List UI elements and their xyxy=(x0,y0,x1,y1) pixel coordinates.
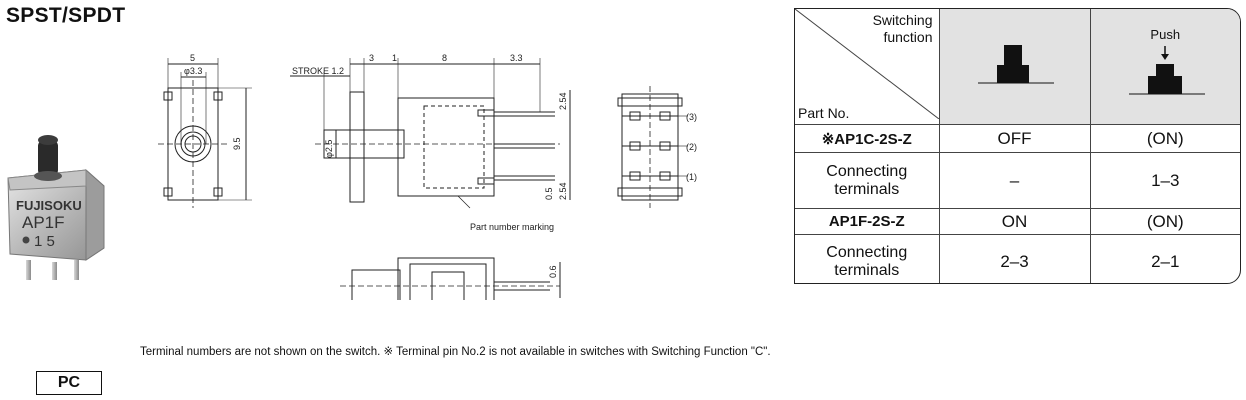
row-2-label: Connecting terminals xyxy=(795,152,940,209)
bottom-view: 0.6 xyxy=(340,257,561,300)
dim-height: 9.5 xyxy=(232,137,242,150)
terminal-2-label: (2) xyxy=(686,142,697,152)
terminal-view: (3) (2) (1) xyxy=(617,86,697,208)
dim-width: 5 xyxy=(190,53,195,63)
dimension-drawing: 5 φ3.3 9.5 STROKE 1.2 3 1 8 3.3 2 xyxy=(158,53,697,300)
dim-2-5: φ2.5 xyxy=(324,140,334,158)
front-view: 5 φ3.3 9.5 xyxy=(158,53,252,208)
photo-model: AP1F xyxy=(22,213,65,232)
push-label: Push xyxy=(1150,26,1181,42)
table-header-corner: Switching function Part No. xyxy=(795,9,940,125)
dim-3: 3 xyxy=(369,53,374,63)
switching-function-label: Switching function xyxy=(872,12,933,45)
terminal-1-label: (1) xyxy=(686,172,697,182)
terminal-note: Terminal numbers are not shown on the sw… xyxy=(140,346,771,358)
row-3-released: ON xyxy=(938,208,1091,235)
row-4-pushed: 2–1 xyxy=(1089,234,1240,283)
released-state-cell xyxy=(938,9,1091,125)
released-button-icon xyxy=(977,45,1054,84)
row-4-label: Connecting terminals xyxy=(795,234,940,283)
row-3-model: AP1F-2S-Z xyxy=(795,208,940,235)
dim-2-54-bottom: 2.54 xyxy=(558,182,568,200)
row-1-released: OFF xyxy=(938,124,1091,153)
row-2-pushed: 1–3 xyxy=(1089,152,1240,209)
switching-function-table: Switching function Part No. Push xyxy=(794,8,1241,284)
row-2-released: – xyxy=(938,152,1091,209)
switch-photo: FUJISOKU AP1F 1 5 xyxy=(7,135,105,280)
part-number-marking-label: Part number marking xyxy=(470,222,554,232)
photo-brand: FUJISOKU xyxy=(16,198,82,213)
dim-1: 1 xyxy=(392,53,397,63)
terminal-3-label: (3) xyxy=(686,112,697,122)
page-title: SPST/SPDT xyxy=(6,4,126,27)
pushed-button-icon xyxy=(1128,45,1205,94)
dim-8: 8 xyxy=(442,53,447,63)
row-1-model: ※AP1C-2S-Z xyxy=(795,124,940,153)
dim-0-5: 0.5 xyxy=(544,187,554,200)
row-1-pushed: (ON) xyxy=(1089,124,1240,153)
dim-2-54-top: 2.54 xyxy=(558,92,568,110)
dim-diameter: φ3.3 xyxy=(184,66,202,76)
diagonal-divider xyxy=(795,9,939,119)
pushed-state-cell: Push xyxy=(1089,9,1240,125)
pc-section-label: PC xyxy=(36,371,102,395)
part-no-label: Part No. xyxy=(798,105,850,121)
dim-3-3: 3.3 xyxy=(510,53,523,63)
dim-stroke: STROKE 1.2 xyxy=(292,66,344,76)
side-view: STROKE 1.2 3 1 8 3.3 2.54 φ2.5 0.5 2.54 … xyxy=(290,53,571,232)
photo-code: 1 5 xyxy=(34,233,55,250)
row-3-pushed: (ON) xyxy=(1089,208,1240,235)
dim-0-6: 0.6 xyxy=(548,265,558,278)
row-4-released: 2–3 xyxy=(938,234,1091,283)
